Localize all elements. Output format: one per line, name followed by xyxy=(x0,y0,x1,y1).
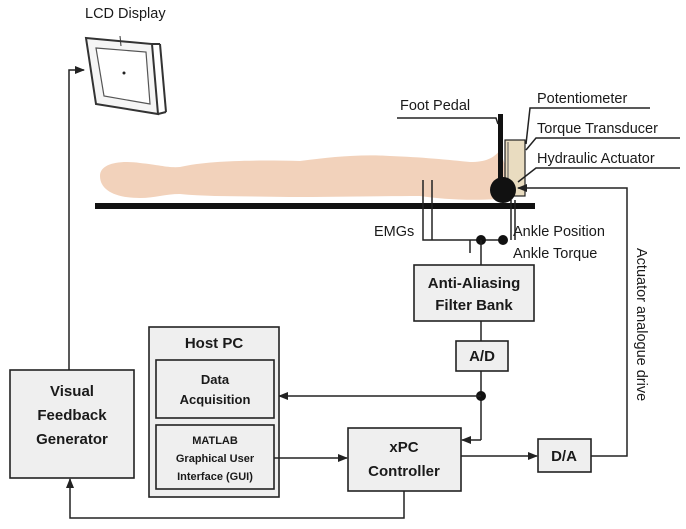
torque-transducer-label: Torque Transducer xyxy=(537,121,658,137)
junction-dot xyxy=(498,235,508,245)
matlab-gui-line3: Interface (GUI) xyxy=(177,471,253,483)
filter-bank-line2: Filter Bank xyxy=(435,297,513,314)
da-converter-label: D/A xyxy=(551,448,577,465)
matlab-gui-block xyxy=(155,424,275,490)
foot-pedal-label: Foot Pedal xyxy=(400,98,470,114)
data-acquisition-block xyxy=(155,359,275,419)
ankle-position-label: Ankle Position xyxy=(513,224,605,240)
potentiometer-label: Potentiometer xyxy=(537,91,627,107)
ankle-torque-label: Ankle Torque xyxy=(513,246,597,262)
filter-bank-block xyxy=(413,264,535,322)
visual-feedback-block xyxy=(9,369,135,479)
ad-converter-label: A/D xyxy=(469,348,495,365)
matlab-gui-line1: MATLAB xyxy=(192,435,238,447)
data-acquisition-line1: Data xyxy=(201,372,230,387)
visual-feedback-line3: Generator xyxy=(36,431,108,448)
xpc-controller-line2: Controller xyxy=(368,463,440,480)
data-acquisition-line2: Acquisition xyxy=(180,392,251,407)
host-pc-label: Host PC xyxy=(185,335,244,352)
filter-bank-line1: Anti-Aliasing xyxy=(428,275,521,292)
patient-body-icon xyxy=(100,150,507,200)
bed-surface xyxy=(95,203,535,209)
actuator-drive-label: Actuator analogue drive xyxy=(633,248,649,401)
foot-pedal-icon xyxy=(498,114,503,194)
hydraulic-actuator-icon xyxy=(490,177,516,203)
xpc-controller-line1: xPC xyxy=(389,439,418,456)
xpc-controller-block xyxy=(347,427,462,492)
lcd-display-icon xyxy=(84,35,167,116)
hydraulic-actuator-label: Hydraulic Actuator xyxy=(537,151,655,167)
ad-converter-block xyxy=(455,340,509,372)
matlab-gui-line2: Graphical User xyxy=(176,453,255,465)
emgs-label: EMGs xyxy=(374,224,414,240)
visual-feedback-line1: Visual xyxy=(50,383,94,400)
visual-feedback-line2: Feedback xyxy=(37,407,107,424)
lcd-display-label: LCD Display xyxy=(85,6,166,22)
